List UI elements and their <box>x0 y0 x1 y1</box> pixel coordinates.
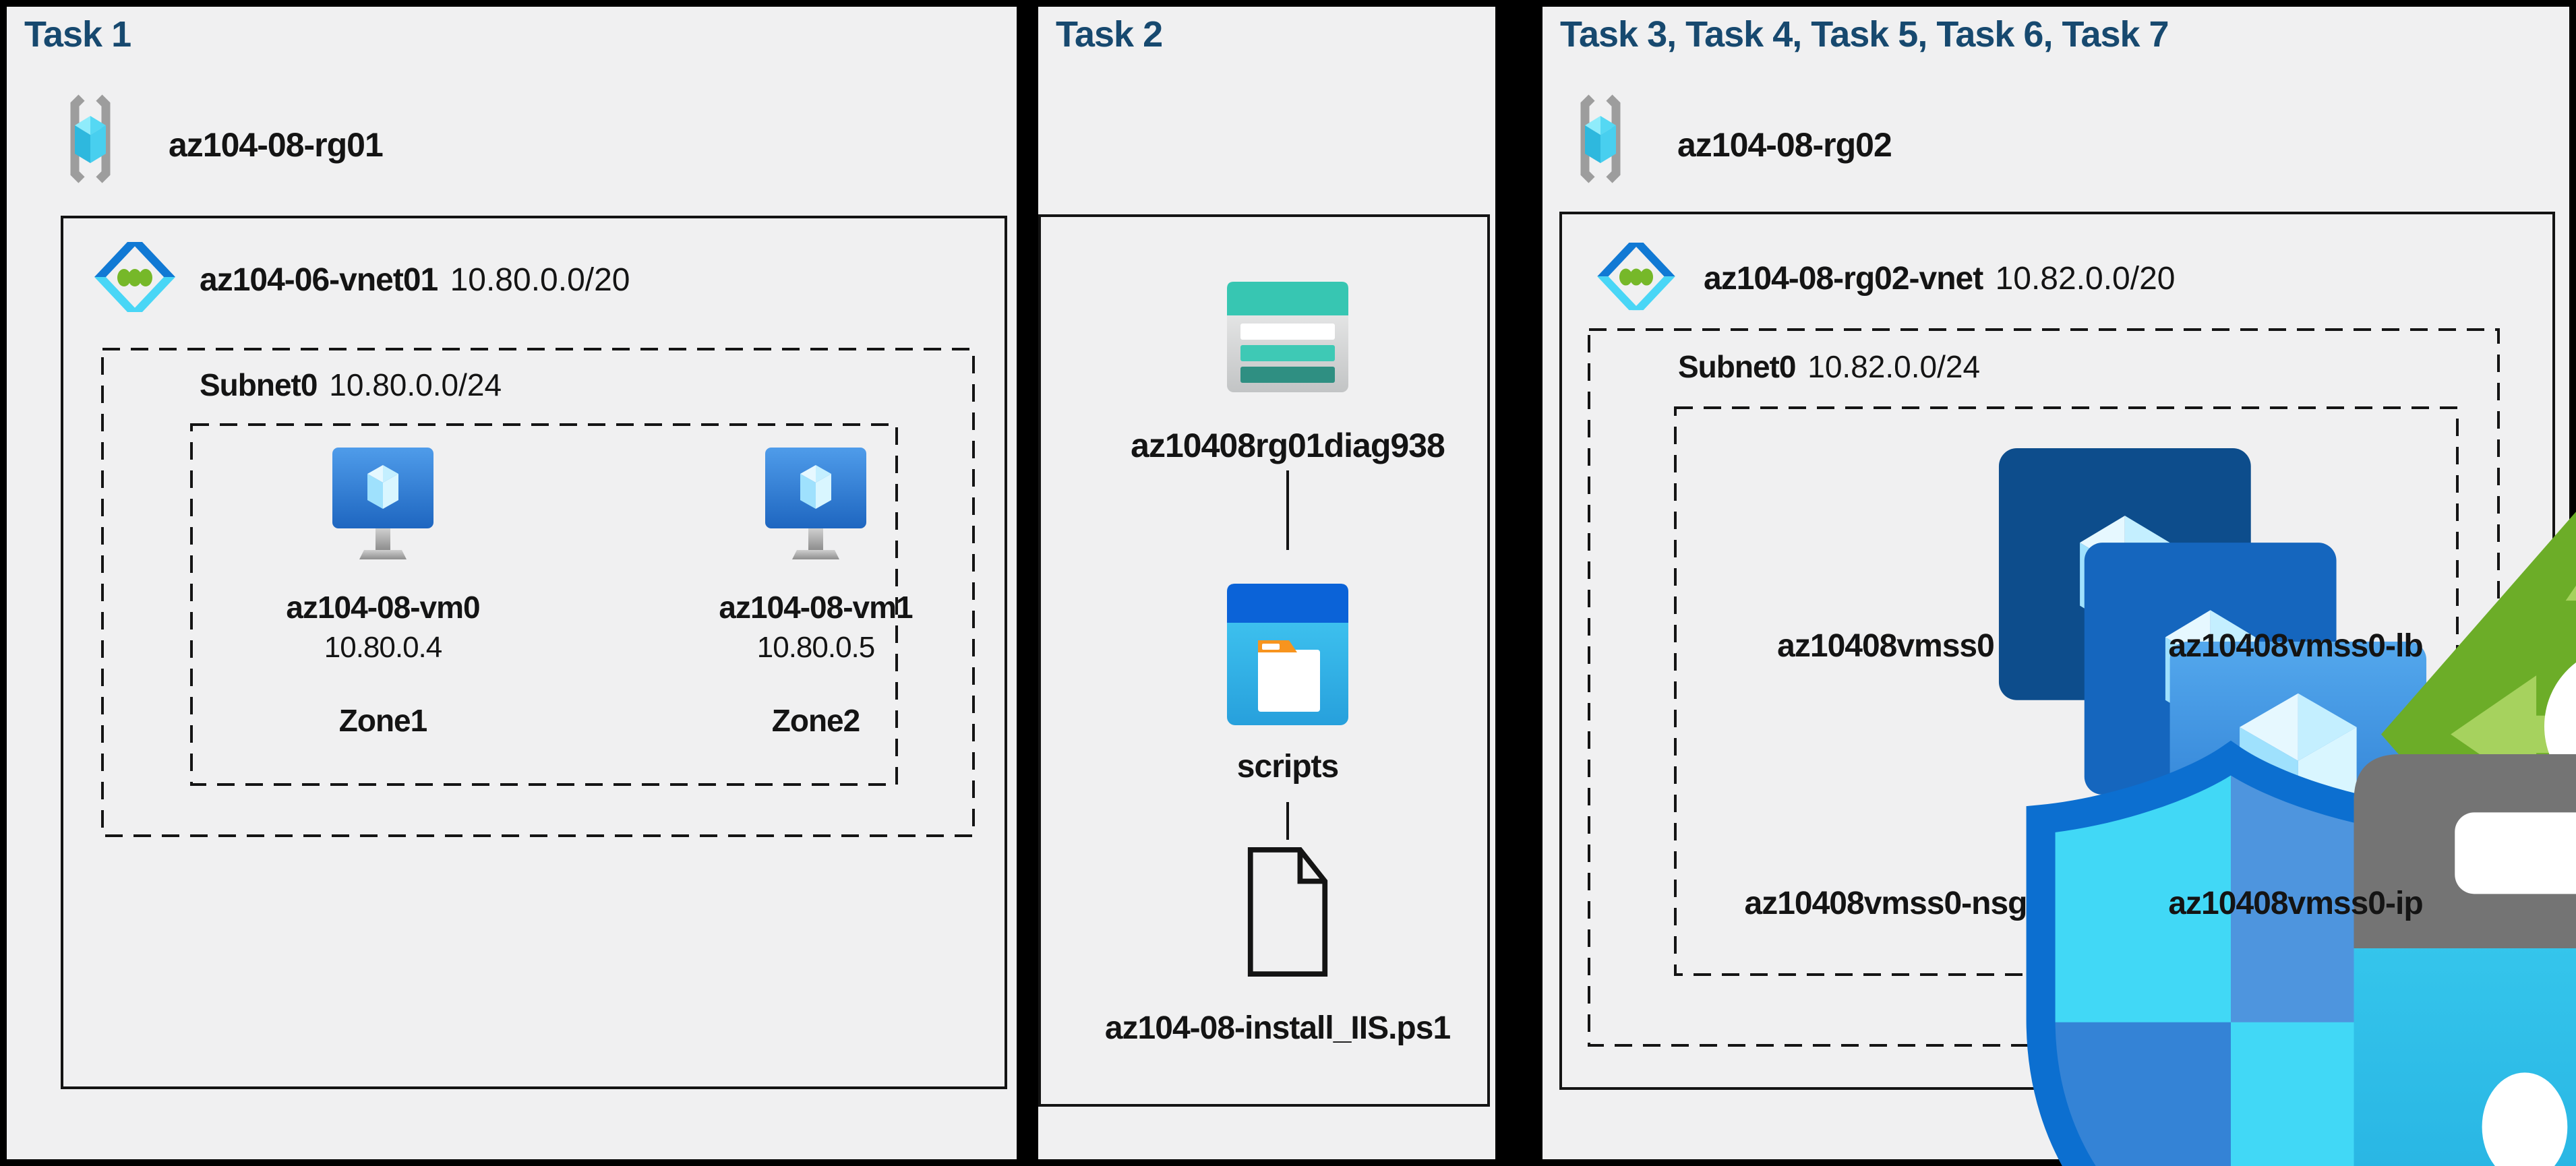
resource-group-icon <box>1580 94 1621 183</box>
panel-task1: Task 1 az104-08-rg01 az104-06-vnet01 <box>7 7 1017 1159</box>
panel2-title: Task 2 <box>1056 14 1163 55</box>
vm-item: az104-08-vm0 10.80.0.4 Zone1 <box>214 425 551 785</box>
vmss-group-box: az10408vmss0 <box>1674 406 2576 1166</box>
vnet-cidr: 10.80.0.0/20 <box>450 262 630 298</box>
ip-name: az10408vmss0-ip <box>2168 886 2423 921</box>
vnet-box-3: az104-08-rg02-vnet 10.82.0.0/20 Subnet0 … <box>1559 212 2576 1166</box>
storage-account-name: az10408rg01diag938 <box>1131 427 1445 464</box>
virtual-machine-icon <box>765 448 866 559</box>
container-name: scripts <box>1236 749 1339 785</box>
vm-zone: Zone2 <box>771 703 860 738</box>
virtual-network-icon <box>1597 243 1675 311</box>
resource-group-name: az104-08-rg01 <box>169 126 384 164</box>
vnet-name: az104-06-vnet01 <box>200 262 438 298</box>
script-file-icon <box>1247 847 1328 977</box>
vm-ip: 10.80.0.4 <box>324 631 443 664</box>
subnet-box-1: Subnet0 10.80.0.0/24 <box>101 348 975 837</box>
vnet-cidr: 10.82.0.0/20 <box>1995 261 2176 297</box>
lb-name: az10408vmss0-lb <box>2168 628 2423 664</box>
script-file-name: az104-08-install_IIS.ps1 <box>1104 1010 1451 1046</box>
subnet-label-3: Subnet0 10.82.0.0/24 <box>1678 348 1980 385</box>
resource-group-icon <box>70 94 111 183</box>
subnet-name: Subnet0 <box>200 367 318 402</box>
subnet-cidr: 10.80.0.0/24 <box>329 367 502 402</box>
subnet-label-1: Subnet0 10.80.0.0/24 <box>200 367 502 403</box>
panel-task2: Task 2 az10408rg01diag938 scripts <box>1038 7 1495 1159</box>
subnet-name: Subnet0 <box>1678 349 1796 384</box>
panel3-title: Task 3, Task 4, Task 5, Task 6, Task 7 <box>1560 14 2169 55</box>
panel-task3-7: Task 3, Task 4, Task 5, Task 6, Task 7 a… <box>1542 7 2576 1166</box>
vnet-label-3: az104-08-rg02-vnet 10.82.0.0/20 <box>1704 260 2175 297</box>
vm-group-box: az104-08-vm0 10.80.0.4 Zone1 <box>190 423 913 786</box>
virtual-machine-icon <box>332 448 433 559</box>
resource-group-name: az104-08-rg02 <box>1677 126 1892 164</box>
connector-line <box>1286 470 1289 550</box>
vnet-name: az104-08-rg02-vnet <box>1704 261 1983 297</box>
panel1-title: Task 1 <box>24 14 131 55</box>
vm-item: az104-08-vm1 10.80.0.5 Zone2 <box>647 425 984 785</box>
vnet-label-1: az104-06-vnet01 10.80.0.0/20 <box>200 262 630 299</box>
vm-zone: Zone1 <box>338 703 427 738</box>
public-ip-icon <box>2354 754 2576 1166</box>
storage-account-icon <box>1227 282 1348 392</box>
vm-name: az104-08-vm1 <box>719 590 913 625</box>
vm-ip: 10.80.0.5 <box>756 631 876 664</box>
subnet-box-3: Subnet0 10.82.0.0/24 <box>1588 328 2576 1166</box>
connector-line <box>1286 802 1289 840</box>
blob-container-icon <box>1227 584 1348 725</box>
nsg-name: az10408vmss0-nsg <box>1744 886 2028 921</box>
subnet-cidr: 10.82.0.0/24 <box>1807 349 1981 384</box>
virtual-network-icon <box>94 242 175 312</box>
vm-name: az104-08-vm0 <box>286 590 480 625</box>
vnet-box-1: az104-06-vnet01 10.80.0.0/20 Subnet0 10.… <box>61 216 1007 1089</box>
vmss-name: az10408vmss0 <box>1777 628 1995 664</box>
storage-box: az10408rg01diag938 scripts az104-08-inst… <box>1038 214 1490 1107</box>
